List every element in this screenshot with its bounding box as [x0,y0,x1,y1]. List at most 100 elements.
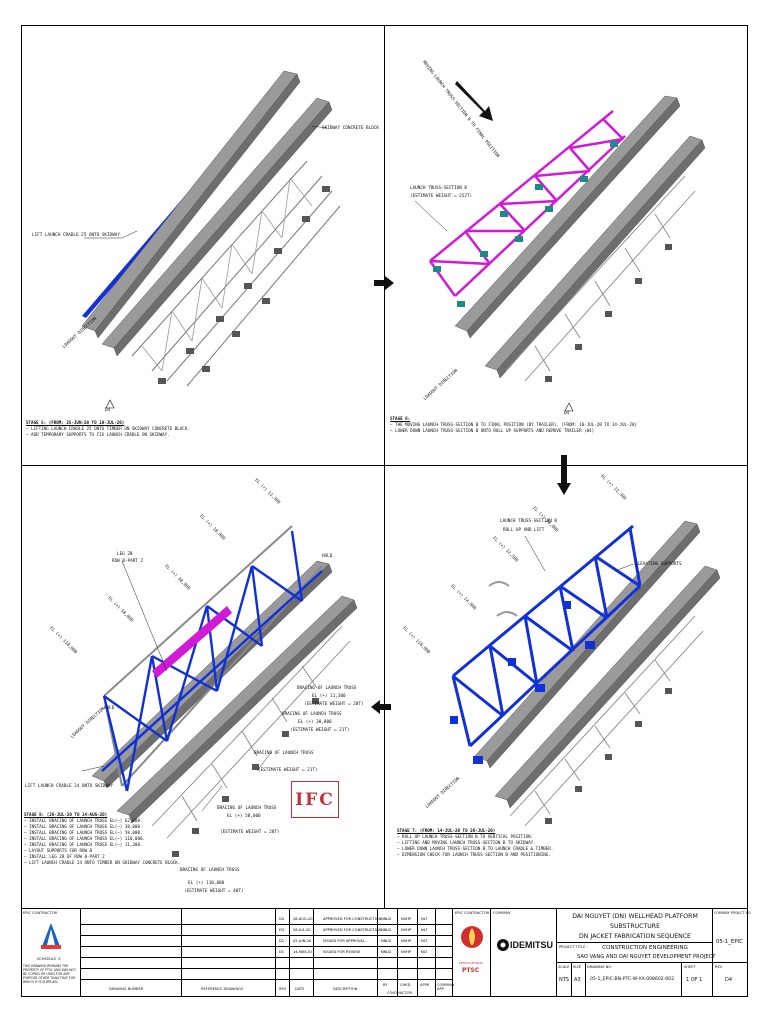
rev-tag: D4 [105,408,111,413]
rev-desc: ISSUED FOR REVIEW [323,950,361,954]
header-chkd: CHKD [400,983,411,987]
rev-date: 26-JUL-20 [293,928,311,932]
label-bracing-3-weight: (ESTIMATE WEIGHT = 21T) [258,768,318,773]
stage-8-note-7: – INSTALL LEG 2B OF ROW B-PART 2 [24,854,105,859]
ptsc-label: PTSC [462,967,480,974]
truss-braces [141,177,313,372]
rev-id: D1 [279,950,285,954]
company-logo-cell: COMPANY IDEMITSU [491,909,557,997]
idemitsu-label: IDEMITSU [510,940,554,950]
header-by: BY [383,983,388,987]
label-bracing-5-weight: (ESTIMATE WEIGHT = 40T) [184,889,244,894]
rev-desc: APPROVED FOR CONSTRUCTION [323,928,382,932]
rotate-arrow-icon [488,581,510,587]
column-separator [181,909,182,997]
arrow-down-icon [557,455,571,495]
header-appr: APPR [420,983,430,987]
label-bracing-3: BRACING OF LAUNCH TRUSS [254,751,314,756]
sheet-label: SHEET [684,965,696,969]
label-bracing-5-el: EL (+) 110,000 [188,881,225,886]
rev-desc: APPROVED FOR CONSTRUCTION [323,917,382,921]
move-direction-arrow [455,81,493,121]
label-bracing-2: BRACING OF LAUNCH TRUSS [282,712,342,717]
stage-8-note-1: – INSTALL BRACING OF LAUNCH TRUSS EL(–) … [24,818,143,823]
stage-6-note-1: – THE MOVING LAUNCH TRUSS-SECTION B TO F… [390,422,638,427]
header-contractor: CONTRACTOR [387,991,412,995]
leg-2b-magenta [152,606,232,678]
epic-contractor-label-2: EPIC CONTRACTOR [455,911,490,915]
magenta-truss [428,110,626,297]
rev-chkd: NVHP [401,950,412,954]
company-project-cell: COMPANY PROJECT NO. 05-1_EPIC REV D4 [713,909,751,997]
label-lift-cradle: LIFT LAUNCH CRADLE 25 ONTO SKIDWAY [32,233,120,238]
truss-feet [158,186,330,384]
vertical-divider [384,26,386,909]
label-bracing-1: BRACING OF LAUNCH TRUSS [297,686,357,691]
column-separator [377,909,378,997]
lifting-blocks [450,601,595,764]
stage-7-notes: STAGE 7: (FROM: 14-JUL-20 TO 26-JUL-20) … [397,828,553,858]
stage-7-note-2: – LIFTING AND MOVING LAUNCH TRUSS-SECTIO… [397,840,536,845]
scale-value: NTS [559,977,569,983]
size-value: A3 [574,977,581,983]
company-project-no-label: COMPANY PROJECT NO. [714,911,752,915]
title-block: EPIC CONTRACTOR SCHEDULE © THIS DRAWING … [21,908,751,997]
label-launch-truss: LAUNCH TRUSS-SECTION B [500,519,557,524]
disclaimer-text: THIS DRAWING REMAINS THE PROPERTY OF PTS… [23,964,76,984]
size-label: SIZE [573,965,582,969]
epic-contractor-label: EPIC CONTRACTOR [23,911,58,915]
company-project-no-value: 05-1_EPIC [716,939,743,945]
label-skidway: SKIDWAY CONCRETE BLOCK [322,126,379,131]
rev-appr: NLT [421,928,428,932]
stage-7-illustration [450,520,721,827]
stage-7-note-1: – ROLL UP LAUNCH TRUSS-SECTION B TO VERT… [397,834,534,839]
petrovietnam-label: PETROVIETNAM [459,961,483,965]
label-bracing-4-el: EL (+) 58,000 [227,814,261,819]
column-separator [435,909,436,997]
project-line-4: CONSTRUCTION ENGINEERING [602,945,688,951]
rev-value: D4 [725,977,733,983]
column-separator [275,909,276,997]
revision-table: D4 28-AUG-20 APPROVED FOR CONSTRUCTION N… [81,909,455,997]
disclaimer-heading: SCHEDULE © [37,957,62,961]
header-drawing-number: DRAWING NUMBER [109,987,144,991]
ptsc-logo-icon [459,923,485,969]
epic-contractor-cell: EPIC CONTRACTOR SCHEDULE © THIS DRAWING … [21,909,81,997]
label-launch-truss: LAUNCH TRUSS-SECTION B [410,186,467,191]
header-description: DESCRIPTION [333,987,358,991]
rev-date: 28-AUG-20 [293,917,313,921]
stage-6-illustration [414,81,706,412]
stage-7-note-3: – LOWER DOWN LAUNCH TRUSS-SECTION B TO L… [397,846,554,851]
company-label: COMPANY [493,911,511,915]
stage-8-note-6: – LAYOUT SUPPORTS FOR ROW B [24,848,93,853]
stage-6-notes: STAGE 6: – THE MOVING LAUNCH TRUSS-SECTI… [390,416,637,434]
label-bracing-1-el: EL (+) 11,300 [312,694,346,699]
stage-8-note-2: – INSTALL BRACING OF LAUNCH TRUSS EL(–) … [24,824,143,829]
arrow-right-icon [374,276,394,290]
header-company: COMPANY APP [437,983,455,991]
stage-8-notes: STAGE 8: (26-JUL-20 TO 14-AUG-20) – INST… [24,812,180,866]
rev-appr: NLT [421,950,428,954]
label-hold-1: HOLD [322,554,333,559]
project-line-3: DN JACKET FABRICATION SEQUENCE [579,933,691,940]
rev-id: D3 [279,928,285,932]
rev-tag: D4 [564,411,570,416]
rev-desc: ISSUED FOR APPROVAL [323,939,365,943]
stage-5-notes: STAGE 5: (FROM: 25-JUN-20 TO 10-JUL-20) … [26,420,190,438]
stage-8-note-3: – INSTALL BRACING OF LAUNCH TRUSS EL(–) … [24,830,143,835]
label-bracing-5: BRACING OF LAUNCH TRUSS [180,868,240,873]
rev-chkd: NVHP [401,917,412,921]
rev-by: NNLD [381,928,392,932]
stage-8-note-8: – LIFT LAUNCH CRADLE 24 ONTO TIMBER ON S… [24,860,181,865]
drawing-no-value: 05-1_EPIC-BN-PTC-W-XX-008602-002 [590,977,675,982]
rev-chkd: NVHP [401,928,412,932]
ptsc-small-logo-icon [41,923,61,949]
label-hold-2: HOLD [104,706,115,711]
stage-7-heading: STAGE 7: (FROM: 14-JUL-20 TO 26-JUL-20) [397,828,496,833]
revision-row: D4 28-AUG-20 APPROVED FOR CONSTRUCTION N… [81,914,452,925]
stage-8-illustration [81,525,358,857]
stage-5-note-2: – ADD TEMPORARY SUPPORTS TO FIX LAUNCH C… [26,432,170,437]
rev-id: D2 [279,939,285,943]
label-bracing-4-weight: (ESTIMATE WEIGHT = 28T) [220,830,280,835]
panel-stage-5: LIFT LAUNCH CRADLE 25 ONTO SKIDWAY SKIDW… [22,26,383,464]
